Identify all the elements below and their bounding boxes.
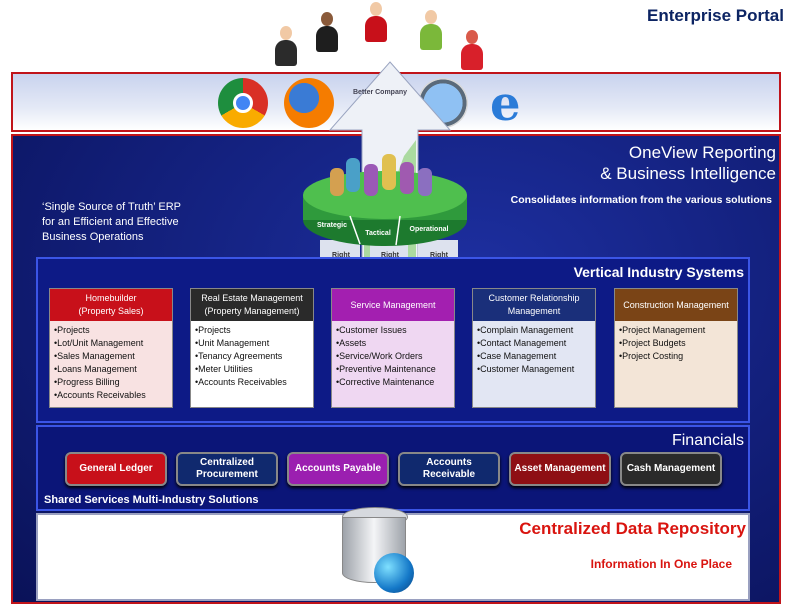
erp-tagline-line3: Business Operations [42,231,144,243]
industry-card: Homebuilder (Property Sales) •Projects •Lot… [49,288,173,408]
industry-card-title: Construction Management [623,299,729,310]
industry-card-header: Service Management [332,289,454,321]
industry-card: Construction Management •Project Manageme… [614,288,738,408]
chrome-icon [218,78,268,128]
industry-card-header: Homebuilder (Property Sales) [50,289,172,321]
arrow-top-label: Better Company [352,89,408,96]
strategic-label: Strategic [317,222,347,229]
industry-card-item: •Corrective Maintenance [336,377,435,387]
industry-card-item: •Customer Issues [336,325,407,335]
person-icon [460,30,484,72]
shared-services-label: Shared Services Multi-Industry Solutions [44,494,259,506]
industry-card-item: •Projects [195,325,231,335]
industry-card-item: •Assets [336,338,367,348]
bi-title: OneView Reporting & Business Intelligenc… [600,142,776,184]
industry-card: Service Management •Customer Issues •Asset… [331,288,455,408]
bi-title-line2: & Business Intelligence [600,164,776,183]
financial-module-button: Accounts Payable [287,452,389,486]
financial-module-button: General Ledger [65,452,167,486]
erp-tagline-line2: for an Efficient and Effective [42,216,179,228]
industry-card-item: •Tenancy Agreements [195,351,283,361]
bi-title-line1: OneView Reporting [628,143,776,162]
financial-module-button: Accounts Receivable [398,452,500,486]
industry-card-item: •Loans Management [54,364,137,374]
industry-card-item: •Projects [54,325,90,335]
enterprise-portal-subtitle: Single Sign-On e-Access Portal [30,48,171,59]
industry-card-title: Service Management [350,299,436,310]
enterprise-portal-title: Enterprise Portal [647,6,784,25]
data-repository-subtitle: Information In One Place [590,557,732,571]
industry-card-item: •Preventive Maintenance [336,364,436,374]
operational-label: Operational [409,226,449,233]
industry-card-subtitle: (Property Management) [204,306,300,316]
data-repository-title: Centralized Data Repository [519,519,746,538]
industry-card-title: Customer Relationship [488,293,580,303]
internet-explorer-icon: e [490,76,521,132]
industry-card-item: •Case Management [477,351,557,361]
industry-card-title: Real Estate Management [201,293,303,303]
person-icon [364,2,388,44]
financial-module-button: Cash Management [620,452,722,486]
industry-card-header: Construction Management [615,289,737,321]
erp-tagline-line1: ‘Single Source of Truth’ ERP [42,201,181,213]
industry-card-item: •Progress Billing [54,377,120,387]
person-icon [419,10,443,52]
industry-card-item: •Accounts Receivables [195,377,287,387]
person-icon [274,26,298,68]
business-platform [303,171,467,246]
financial-module-button: Asset Management [509,452,611,486]
industry-card-item: •Lot/Unit Management [54,338,144,348]
industry-card-item: •Accounts Receivables [54,390,146,400]
industry-card-item: •Meter Utilities [195,364,253,374]
industry-card: Real Estate Management (Property Manageme… [190,288,314,408]
firefox-icon [284,78,334,128]
industry-card-item: •Unit Management [195,338,270,348]
database-icon [338,505,418,597]
vertical-industry-title: Vertical Industry Systems [573,264,744,280]
industry-card-item: •Contact Management [477,338,567,348]
industry-card-item: •Project Management [619,325,706,335]
person-icon [315,12,339,54]
industry-card-item: •Project Budgets [619,338,686,348]
tactical-label: Tactical [365,230,391,237]
industry-card-header: Real Estate Management (Property Manageme… [191,289,313,321]
financials-title: Financials [671,432,744,449]
erp-tagline: ‘Single Source of Truth’ ERP for an Effi… [42,200,212,245]
industry-card-title: Homebuilder [85,293,137,303]
industry-card-item: •Complain Management [477,325,574,335]
industry-card-subtitle: Management [507,306,561,316]
industry-card-item: •Sales Management [54,351,135,361]
business-people-group [330,148,440,198]
financial-module-button: Centralized Procurement [176,452,278,486]
industry-card-item: •Customer Management [477,364,575,374]
industry-card-subtitle: (Property Sales) [78,306,144,316]
bi-subtitle: Consolidates information from the variou… [510,194,772,206]
industry-card-item: •Service/Work Orders [336,351,423,361]
industry-card-item: •Project Costing [619,351,684,361]
